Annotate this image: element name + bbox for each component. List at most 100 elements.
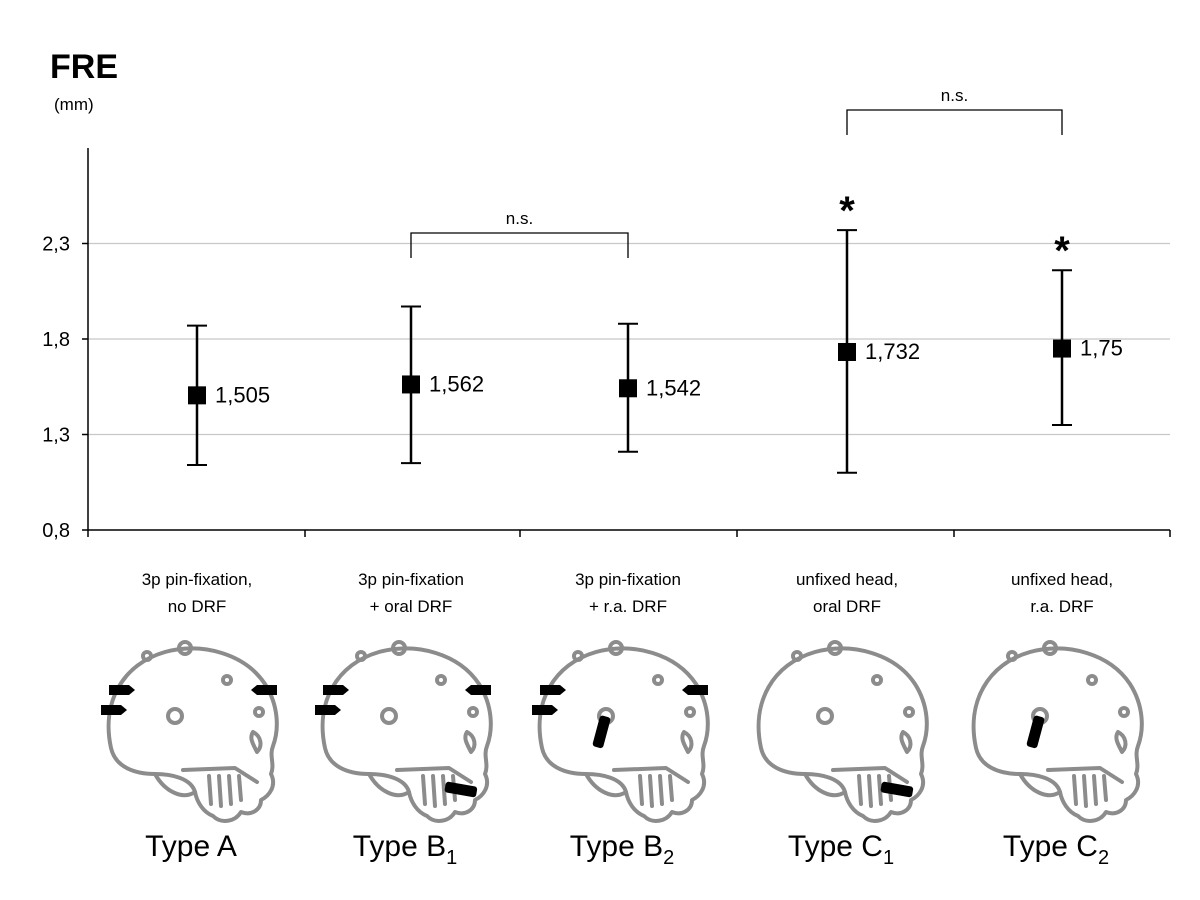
axes: 0,81,31,82,3 [42,148,1171,542]
oral-drf-marker [444,781,478,798]
skull-knob [253,706,265,718]
mean-marker [838,342,856,361]
skull-outline [249,730,263,754]
skull-outline [395,766,473,784]
fixation-pin-icon [315,705,341,715]
significance-star: * [839,189,855,233]
fixation-pin-icon [532,705,558,715]
skull-outline [857,774,893,808]
data-label: 1,542 [646,375,701,400]
skull-outline [106,646,279,823]
y-unit-label: (mm) [54,95,94,114]
data-label: 1,732 [865,339,920,364]
ns-label: n.s. [941,86,968,105]
ra-drf-marker [592,715,611,749]
significance-star: * [1054,229,1070,273]
data-point-c2: 1,75* [1052,229,1123,426]
skull-knob [1006,650,1018,662]
data-point-b1: 1,562 [401,305,484,465]
bracket-line [410,232,629,258]
condition-line-2: r.a. DRF [1030,597,1093,616]
skull-knob [608,640,624,656]
skull-outline [971,646,1144,823]
category-c2: unfixed head, r.a. DRF Type C2 [1003,570,1113,869]
fixation-pin-icon [251,685,277,695]
head-figures [101,640,1144,823]
skull-outline [1114,730,1128,754]
head-figure-c1 [756,640,929,823]
skull-outline [899,730,913,754]
y-tick-label: 1,8 [42,329,70,351]
type-label: Type B2 [570,830,675,869]
category-b2: 3p pin-fixation + r.a. DRF Type B2 [570,570,681,869]
skull-outline [831,766,909,784]
category-c1: unfixed head, oral DRF Type C1 [788,570,898,869]
fixation-pin-icon [101,705,127,715]
head-figure-b1 [315,640,493,823]
skull-outline [537,646,710,823]
eye-socket [380,707,398,725]
significance-brackets: n.s. n.s. [410,86,1063,258]
oral-drf-marker [880,781,914,798]
skull-outline [638,774,674,808]
head-figure-b2 [532,640,710,823]
skull-knob [221,674,233,686]
type-label: Type B1 [353,830,458,869]
ns-label: n.s. [506,209,533,228]
mean-marker [402,375,420,394]
y-tick-label: 0,8 [42,520,70,542]
condition-line-2: no DRF [168,597,227,616]
skull-outline [367,772,411,798]
condition-line-1: unfixed head, [796,570,898,589]
skull-outline [207,774,243,808]
condition-line-2: + oral DRF [370,597,453,616]
skull-outline [584,772,628,798]
skull-outline [1018,772,1062,798]
category-b1: 3p pin-fixation + oral DRF Type B1 [353,570,464,869]
condition-line-1: 3p pin-fixation [358,570,464,589]
fixation-pin-icon [109,685,135,695]
fixation-pin-icon [540,685,566,695]
skull-knob [652,674,664,686]
type-label: Type C2 [1003,830,1109,869]
condition-line-2: oral DRF [813,597,881,616]
mean-marker [619,379,637,398]
skull-knob [355,650,367,662]
chart-title: FRE [50,48,118,86]
skull-knob [684,706,696,718]
skull-knob [141,650,153,662]
data-point-b2: 1,542 [618,322,701,453]
eye-socket [816,707,834,725]
skull-outline [1072,774,1108,808]
mean-marker [188,386,206,405]
head-figure-c2 [971,640,1144,823]
data-point-c1: 1,732 * [837,189,920,474]
y-tick-label: 2,3 [42,234,70,256]
skull-outline [756,646,929,823]
type-label: Type A [145,830,237,863]
skull-knob [467,706,479,718]
skull-outline [612,766,690,784]
condition-line-1: unfixed head, [1011,570,1113,589]
skull-knob [1042,640,1058,656]
skull-knob [827,640,843,656]
ns-bracket: n.s. [410,209,629,258]
type-label: Type C1 [788,830,894,869]
ra-drf-marker [1026,715,1045,749]
fixation-pin-icon [682,685,708,695]
mean-marker [1053,339,1071,358]
ns-bracket: n.s. [846,86,1063,135]
fixation-pin-icon [323,685,349,695]
category-a: 3p pin-fixation, no DRF Type A [142,570,253,863]
head-figure-a [101,640,279,823]
data-label: 1,505 [215,382,270,407]
skull-knob [177,640,193,656]
skull-outline [153,772,197,798]
skull-knob [572,650,584,662]
condition-line-1: 3p pin-fixation, [142,570,253,589]
skull-outline [680,730,694,754]
skull-outline [421,774,457,808]
condition-line-1: 3p pin-fixation [575,570,681,589]
condition-line-2: + r.a. DRF [589,597,667,616]
